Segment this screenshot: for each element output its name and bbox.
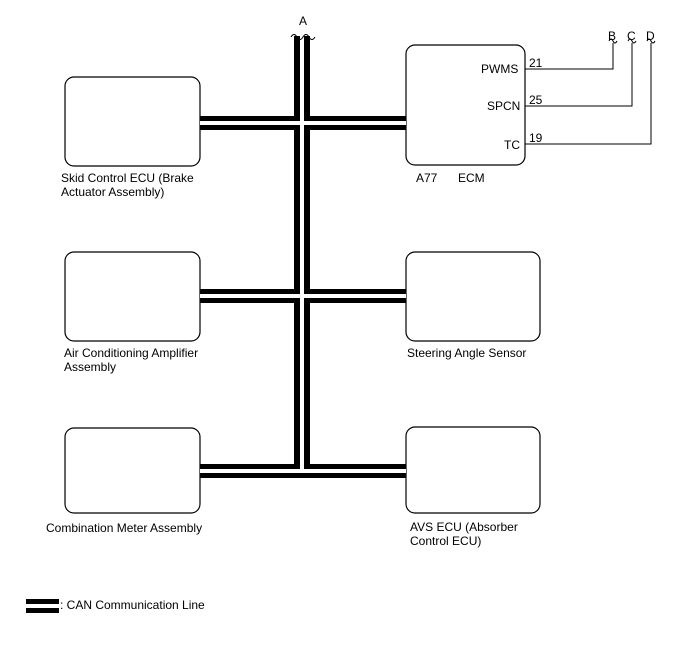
- ecm-pin-spcn-signal: SPCN: [487, 99, 521, 113]
- combination-meter-box: [64, 427, 201, 514]
- terminal-b-label: B: [608, 29, 617, 43]
- ac-amplifier-label: Air Conditioning Amplifier Assembly: [64, 346, 199, 374]
- ecm-pin-tc-number: 19: [529, 131, 543, 145]
- avs-ecu-label: AVS ECU (Absorber Control ECU): [410, 520, 518, 548]
- break-mark-b: [608, 38, 618, 44]
- combination-meter-label: Combination Meter Assembly: [46, 521, 203, 535]
- steering-angle-sensor-label: Steering Angle Sensor: [407, 346, 527, 360]
- can-branch-bottom: [200, 36, 406, 478]
- ecm-pin-spcn-number: 25: [529, 93, 543, 107]
- terminal-d-label: D: [646, 29, 655, 43]
- break-mark-c: [627, 38, 637, 44]
- skid-control-ecu-label: Skid Control ECU (Brake Actuator Assembl…: [61, 171, 194, 199]
- can-branch-steering-sensor: [304, 289, 406, 303]
- legend-label: : CAN Communication Line: [60, 598, 205, 612]
- ecm-connector-label: A77: [416, 171, 438, 185]
- terminal-c-label: C: [627, 29, 636, 43]
- can-branch-ecm: [304, 116, 406, 130]
- steering-angle-sensor-box: [405, 251, 541, 342]
- can-branch-ac-amplifier: [200, 289, 300, 303]
- ecm-name-label: ECM: [458, 171, 485, 185]
- bus-break-mark: [290, 34, 316, 40]
- ecm-signal-lines: [525, 38, 656, 145]
- legend-can-symbol: [26, 599, 59, 613]
- ecm-pin-pwms-number: 21: [529, 56, 543, 70]
- pwms-line: [525, 43, 614, 70]
- break-mark-d: [646, 38, 656, 44]
- avs-ecu-box: [405, 426, 541, 514]
- skid-control-ecu-box: [64, 76, 201, 167]
- bus-top-label: A: [299, 14, 308, 28]
- tc-line: [525, 43, 652, 145]
- ecm-pin-tc-signal: TC: [504, 138, 520, 152]
- can-branch-skid-control: [200, 116, 300, 130]
- ecm-box: [405, 44, 526, 166]
- ecm-pin-pwms-signal: PWMS: [481, 62, 519, 76]
- ac-amplifier-box: [64, 251, 201, 342]
- spcn-line: [525, 43, 633, 107]
